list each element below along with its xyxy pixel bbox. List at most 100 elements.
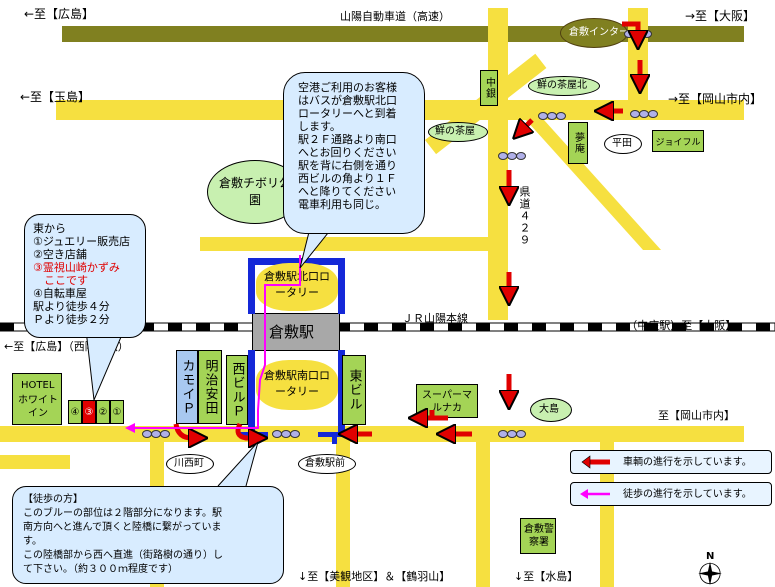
bus-stop-chaya-3 <box>516 152 526 160</box>
overpass-north-left <box>248 258 255 314</box>
walk-line-6: て下さい。（約３００ｍ程度です） <box>23 564 178 575</box>
shops-line-3: ②空き店舗 <box>33 248 87 261</box>
overpass-south-left <box>248 350 255 434</box>
airport-callout: 空港ご利用のお客様 はバスが倉敷駅北口 ロータリーへと到着 します。 駅２Ｆ通路… <box>283 72 425 234</box>
airport-line-7: 駅を背に右側を通り <box>298 159 397 172</box>
hanano-chaya-stop: 鮮の茶屋 <box>428 122 488 142</box>
shops-line-5-highlight: ここです <box>33 274 88 287</box>
expressway-label: 山陽自動車道（高速） <box>340 10 450 23</box>
airport-line-3: ロータリーへと到着 <box>298 107 397 120</box>
walk-line-2: このブルーの部位は２階部分になります。駅 <box>23 508 222 519</box>
oshima-stop: 大島 <box>530 398 572 422</box>
kawanishi-cho-stop: 川西町 <box>166 454 214 474</box>
direction-hiroshima-top: ←至【広島】 <box>24 7 95 21</box>
police-label: 倉敷警察署 <box>524 524 554 548</box>
airport-line-8: 西ビルの角より１Ｆ <box>298 172 397 185</box>
direction-okayama-top: →至【岡山市内】 <box>668 92 763 106</box>
hanano-chaya-kita-stop: 鮮の茶屋北 <box>528 76 600 96</box>
shop-2: ② <box>96 400 110 424</box>
direction-okayama-bottom: 至【岡山市内】 <box>658 409 735 422</box>
walk-line-3: 南方向へと進んで頂くと陸橋に繋がっていま <box>23 522 222 533</box>
hanano-chaya-label: 鮮の茶屋 <box>435 126 475 137</box>
bus-stop-kita-3 <box>556 112 566 120</box>
overpass-north-top <box>248 258 345 265</box>
airport-line-1: 空港ご利用のお客様 <box>298 81 397 94</box>
shops-line-6: ④自転車屋 <box>33 287 87 300</box>
kurashiki-ic-label: 倉敷インター <box>569 27 629 38</box>
airport-line-4: します。 <box>298 120 341 133</box>
airport-line-2: はバスが倉敷駅北口 <box>298 94 397 107</box>
direction-mizushima: ↓至【水島】 <box>514 570 579 583</box>
meiji-yasuda-building: 明治安田 <box>198 350 222 424</box>
airport-line-5: 駅２Ｆ通路より南口 <box>298 133 397 146</box>
police-station: 倉敷警察署 <box>520 518 556 554</box>
car-arrow-ic-turn <box>622 21 638 40</box>
callout-tail-airport <box>299 228 333 269</box>
compass-icon <box>698 561 722 586</box>
kamoi-parking: カモイＰ <box>176 350 198 424</box>
road-central-south <box>336 442 350 587</box>
airport-line-9: へと降りてください <box>298 185 397 198</box>
station-north-rotary-label: 倉敷駅北口ロータリー <box>264 270 330 299</box>
airport-line-10: 電車利用も同じ。 <box>298 198 386 211</box>
airport-line-6: へとお回りください <box>298 146 397 159</box>
station-label: 倉敷駅 <box>269 323 315 341</box>
car-route-arrows <box>173 21 640 462</box>
hotel-white-inn: HOTEL ホワイトイン <box>12 373 62 425</box>
joyful-restaurant: ジョイフル <box>652 130 704 152</box>
kurashiki-ic-stop: 倉敷インター <box>560 18 629 48</box>
walking-callout: 【徒歩の方】 このブルーの部位は２階部分になります。駅 南方向へと進んで頂くと陸… <box>12 486 284 584</box>
shop-3-highlight: ③ <box>82 400 96 424</box>
hirata-stop: 平田 <box>604 134 642 154</box>
car-arrow-diagonal-1 <box>520 120 532 132</box>
shop-4-number: ④ <box>70 406 80 418</box>
legend-car-label: 車輌の進行を示しています。 <box>623 457 752 468</box>
hotel-name-label: ホワイトイン <box>18 395 58 419</box>
oshima-label: 大島 <box>539 404 559 415</box>
walk-line-4: す。 <box>23 536 42 547</box>
bus-stop-hirata-3 <box>648 110 658 118</box>
overpass-stair-east-leg <box>332 432 337 444</box>
bus-stop-oshima-3 <box>516 430 526 438</box>
legend-walk-label: 徒歩の進行を示しています。 <box>623 489 752 500</box>
shops-line-1: 東から <box>33 222 66 235</box>
walk-line-1: 【徒歩の方】 <box>23 494 83 505</box>
hanano-chaya-kita-label: 鮮の茶屋北 <box>537 80 587 91</box>
callout-tail-shops <box>85 330 125 402</box>
kawanishi-cho-label: 川西町 <box>174 458 204 469</box>
direction-nakasho-osaka: →（中庄駅）至【大阪】 <box>617 319 737 332</box>
kendo-label: 県道４２９ <box>518 186 531 246</box>
maruname-label: スーパーマルナカ <box>422 390 472 414</box>
station-south-rotary-label: 倉敷駅南口ロータリー <box>264 369 330 398</box>
bus-stop-kawanishi-3 <box>160 430 170 438</box>
hotel-label: HOTEL <box>21 380 55 391</box>
callout-tail-walk <box>217 441 259 487</box>
shop-1: ① <box>110 400 124 424</box>
kurashiki-ekimae-label: 倉敷駅前 <box>305 458 345 469</box>
jr-line-label: ＪＲ山陽本線 <box>402 312 468 325</box>
shop-3-number: ③ <box>84 406 94 418</box>
walk-route-line <box>125 255 301 433</box>
direction-tamashima: ←至【玉島】 <box>20 90 91 104</box>
compass-north-label: N <box>706 551 715 562</box>
direction-bikan: ↓至【美観地区】＆【鶴羽山】 <box>298 570 451 583</box>
shops-callout: 東から ①ジュエリー販売店 ②空き店舗 ③霊視山崎かずみ ここです ④自転車屋 … <box>24 214 146 338</box>
shop-1-number: ① <box>112 406 122 418</box>
shop-4: ④ <box>68 400 82 424</box>
station-building: 倉敷駅 <box>252 313 340 351</box>
road-bottom-right-2 <box>600 442 614 587</box>
overpass-south-right <box>338 350 345 434</box>
road-bottom-right-1 <box>476 442 490 587</box>
sanan-restaurant: 夢庵 <box>568 122 588 164</box>
station-north-rotary: 倉敷駅北口ロータリー <box>256 263 338 311</box>
overpass-north-right <box>338 258 345 314</box>
legend-arrow-overlay <box>580 455 610 499</box>
shops-line-2: ①ジュエリー販売店 <box>33 235 131 248</box>
shops-line-7: 駅より徒歩４分 <box>33 300 110 313</box>
nishi-building-parking: 西ビルＰ <box>226 355 248 425</box>
station-south-rotary: 倉敷駅南口ロータリー <box>256 360 338 410</box>
naka-ginza-bank: 中銀 <box>480 70 498 106</box>
shops-line-4-highlight: ③霊視山崎かずみ <box>33 261 120 274</box>
road-bottom-left <box>0 455 70 469</box>
